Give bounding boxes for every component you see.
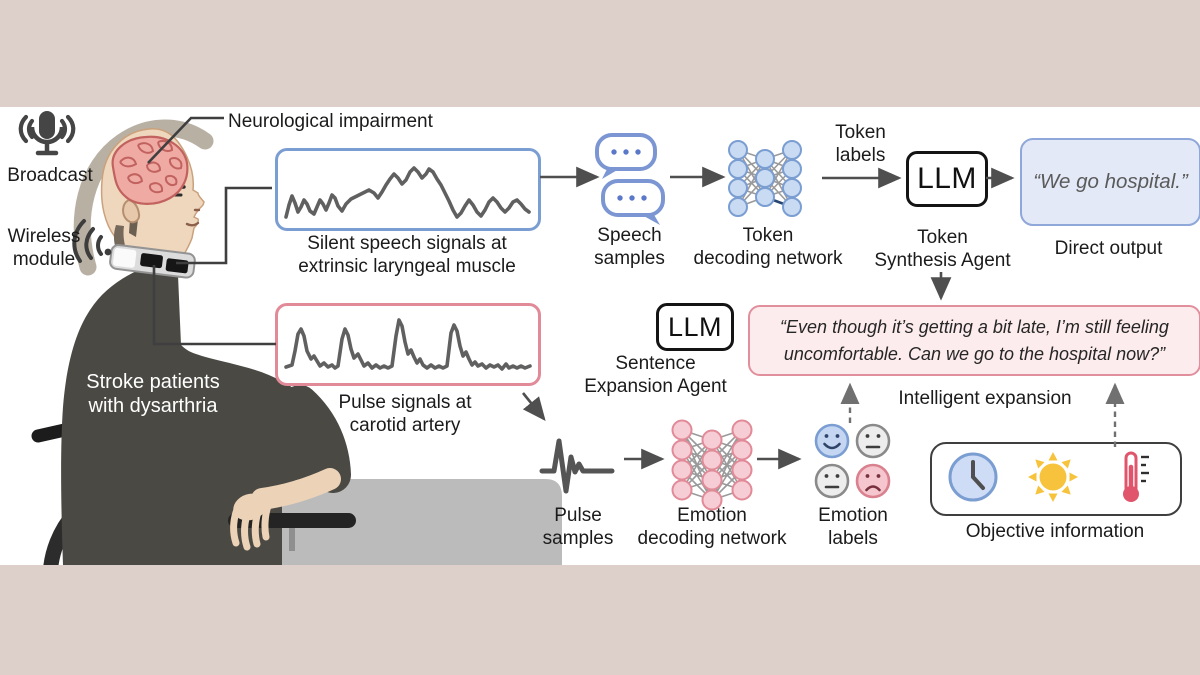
llm-label: LLM: [917, 162, 977, 195]
heartbeat-icon: [539, 438, 615, 494]
lap-cover: [282, 479, 562, 565]
emotion-labels-label: Emotion labels: [818, 505, 888, 549]
neckband-device: [109, 244, 196, 279]
objective-information-label: Objective information: [965, 521, 1145, 542]
device-connectors: [147, 116, 276, 346]
broadcast-label: Broadcast: [7, 165, 93, 186]
emotion-face-happy-icon: [814, 423, 850, 459]
expanded-sentence-box: “Even though it’s getting a bit late, I’…: [748, 305, 1200, 376]
emotion-face-neutral-icon: [855, 423, 891, 459]
wheelchair-wheel: [43, 471, 257, 565]
diagram-panel: LLM “We go hospital.” LLM “Even though i…: [0, 107, 1200, 565]
speech-bubbles-icon: [595, 133, 665, 225]
microphone-broadcast-icon: [18, 111, 76, 156]
emotion-decoding-network-label: Emotion decoding network: [637, 505, 787, 549]
token-synthesis-llm-box: LLM: [906, 151, 988, 207]
direct-output-quote: “We go hospital.”: [1033, 170, 1188, 193]
objective-information-box: [930, 442, 1182, 516]
wheelchair-armrest: [228, 513, 356, 551]
direct-output-box: “We go hospital.”: [1020, 138, 1200, 226]
pulse-waveform: [284, 318, 532, 371]
emg-waveform: [284, 166, 531, 219]
silent-speech-caption: Silent speech signals at extrinsic laryn…: [298, 233, 516, 277]
wireless-module-label: Wireless module: [7, 226, 81, 270]
llm-label: LLM: [667, 311, 723, 342]
sentence-expansion-agent-label: Sentence Expansion Agent: [584, 353, 727, 397]
emotion-decoding-network-icon: [671, 419, 753, 511]
emotion-face-neutral-icon: [814, 463, 850, 499]
speech-samples-label: Speech samples: [594, 225, 665, 269]
silent-speech-signal-box: [275, 148, 541, 231]
token-synthesis-agent-label: Token Synthesis Agent: [874, 227, 1011, 271]
pulse-samples-label: Pulse samples: [542, 505, 614, 549]
token-decoding-network-label: Token decoding network: [693, 225, 843, 269]
pulse-signal-box: [275, 303, 541, 386]
intelligent-expansion-label: Intelligent expansion: [898, 388, 1072, 409]
token-decoding-network-icon: [728, 140, 802, 217]
direct-output-label: Direct output: [1054, 238, 1163, 259]
patient-label: Stroke patients with dysarthria: [86, 371, 220, 417]
neurological-impairment-label: Neurological impairment: [228, 111, 433, 132]
hair-halo: [73, 119, 214, 276]
token-labels-label: Token labels: [835, 122, 886, 166]
pulse-signal-caption: Pulse signals at carotid artery: [338, 392, 472, 436]
sentence-expansion-llm-box: LLM: [656, 303, 734, 351]
emotion-face-sad-icon: [855, 463, 891, 499]
patient-head: [100, 128, 205, 278]
brain-illustration: [111, 135, 189, 205]
wheelchair-handle: [31, 420, 95, 480]
expanded-sentence-quote: “Even though it’s getting a bit late, I’…: [780, 317, 1169, 364]
